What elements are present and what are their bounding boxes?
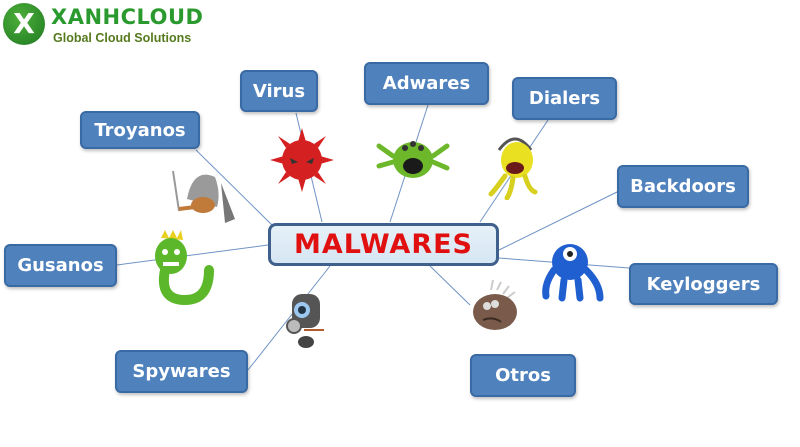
- worm-creature-icon: [155, 230, 214, 306]
- keylogger-creature-icon: [542, 244, 604, 302]
- logo-name: XANHCLOUD: [51, 5, 204, 29]
- label-virus: Virus: [240, 70, 318, 112]
- label-dialers: Dialers: [512, 77, 617, 120]
- label-adwares: Adwares: [364, 62, 489, 105]
- label-troyanos: Troyanos: [80, 111, 200, 149]
- label-gusanos: Gusanos: [4, 244, 117, 287]
- virus-creature-icon: [270, 128, 334, 192]
- label-spywares: Spywares: [115, 350, 248, 393]
- label-keyloggers: Keyloggers: [629, 263, 778, 305]
- label-otros: Otros: [470, 354, 576, 397]
- malwares-center-box: MALWARES: [268, 223, 499, 266]
- trojan-creature-icon: [172, 170, 235, 223]
- x-letter-icon: X: [13, 7, 35, 40]
- other-creature-icon: [473, 280, 517, 330]
- adware-creature-icon: [376, 141, 450, 178]
- xanhcloud-logo: X XANHCLOUD Global Cloud Solutions: [3, 3, 213, 47]
- label-backdoors: Backdoors: [617, 165, 749, 208]
- logo-circle-icon: [3, 3, 45, 45]
- spyware-creature-icon: [286, 294, 324, 348]
- dialer-creature-icon: [488, 137, 538, 200]
- logo-tagline: Global Cloud Solutions: [53, 31, 192, 45]
